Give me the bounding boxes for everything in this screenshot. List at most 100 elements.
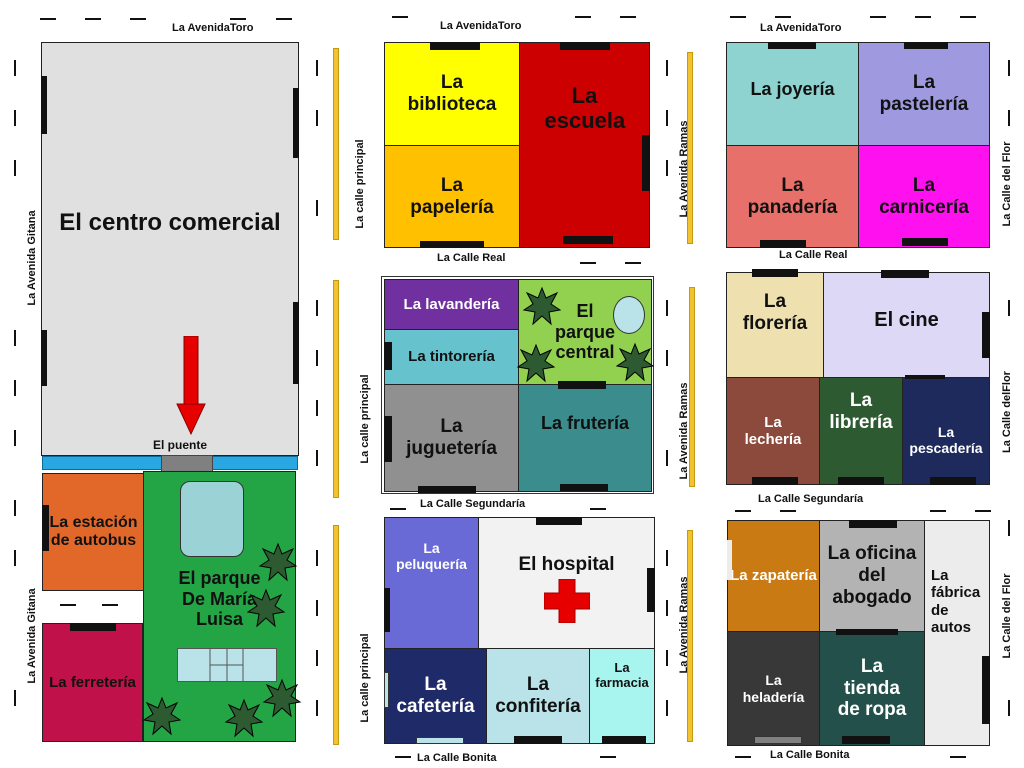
- farmacia[interactable]: La farmacia: [589, 648, 655, 744]
- street-calle-del-flor: La Calle del Flor: [1001, 573, 1013, 659]
- street-calle-bonita: La Calle Bonita: [417, 752, 497, 764]
- pasteleria[interactable]: La pastelería: [858, 42, 990, 146]
- street-calle-segundaria: La Calle Segundaría: [420, 498, 526, 510]
- jugueteria[interactable]: La juguetería: [384, 384, 519, 492]
- door: [563, 236, 613, 244]
- escuela-label: La escuela: [544, 83, 626, 134]
- biblioteca[interactable]: La biblioteca: [384, 42, 520, 146]
- carniceria-label: La carnicería: [879, 174, 969, 218]
- biblioteca-label: La biblioteca: [407, 72, 497, 115]
- street-avenida-ramas: La Avenida Ramas: [678, 120, 690, 218]
- cine[interactable]: El cine: [823, 272, 990, 378]
- panaderia-label: La panadería: [747, 174, 838, 218]
- tree-icon: [258, 542, 298, 582]
- hospital-label: El hospital: [518, 554, 615, 575]
- ferreteria[interactable]: La ferretería: [42, 623, 143, 742]
- door: [420, 241, 484, 248]
- street-calle-principal: La calle principal: [359, 374, 371, 464]
- middle-block-shadow: [381, 276, 654, 494]
- tintoreria-label: La tintorería: [408, 348, 495, 366]
- pond: [613, 296, 645, 334]
- red-cross-icon: [544, 579, 590, 623]
- ferreteria-label: La ferretería: [49, 673, 136, 691]
- door: [768, 42, 816, 49]
- estacion-de-autobus[interactable]: La estación de autobus: [42, 473, 145, 591]
- fruteria[interactable]: La frutería: [518, 384, 652, 492]
- zapateria-label: La zapatería: [730, 567, 817, 585]
- door: [982, 656, 990, 724]
- road-line: [333, 48, 339, 240]
- road-line: [689, 287, 695, 487]
- door: [514, 736, 562, 744]
- heladeria-label: La heladería: [742, 672, 805, 705]
- door: [836, 629, 898, 635]
- libreria[interactable]: La librería: [819, 377, 903, 485]
- road-line: [687, 52, 693, 244]
- fruteria-label: La frutería: [540, 413, 630, 433]
- door: [384, 416, 392, 462]
- puente-label: El puente: [153, 438, 208, 452]
- fabrica-label: La fábrica de autos: [931, 567, 981, 636]
- panaderia[interactable]: La panadería: [726, 145, 859, 248]
- door: [41, 76, 47, 134]
- oficina-del-abogado[interactable]: La oficina del abogado: [819, 520, 925, 632]
- parque-maria-label: El parque De María Luisa: [178, 568, 261, 630]
- lecheria[interactable]: La lechería: [726, 377, 820, 485]
- door: [41, 330, 47, 386]
- street-calle-principal: La calle principal: [359, 633, 371, 723]
- tienda-de-ropa[interactable]: La tienda de ropa: [819, 631, 925, 746]
- street-avenida-ramas: La Avenida Ramas: [678, 576, 690, 674]
- tintoreria[interactable]: La tintorería: [384, 329, 519, 385]
- street-calle-del-flor: La Calle delFlor: [1001, 371, 1013, 453]
- jugueteria-label: La juguetería: [406, 416, 497, 459]
- door: [384, 342, 392, 370]
- heladeria[interactable]: La heladería: [727, 631, 820, 746]
- tree-icon: [246, 588, 286, 628]
- door: [536, 517, 582, 525]
- farmacia-label: La farmacia: [595, 660, 649, 690]
- road-line: [333, 525, 339, 745]
- door: [760, 240, 806, 248]
- bench-icon: [177, 648, 277, 682]
- street-calle-real: La Calle Real: [779, 249, 848, 261]
- cafeteria[interactable]: La cafetería: [384, 648, 487, 744]
- tree-icon: [522, 286, 562, 326]
- door: [70, 623, 116, 631]
- lecheria-label: La lechería: [744, 413, 802, 448]
- door: [42, 505, 49, 551]
- door: [905, 375, 945, 379]
- escuela[interactable]: La escuela: [519, 42, 650, 248]
- door: [558, 381, 606, 389]
- peluqueria[interactable]: La peluquería: [384, 517, 479, 649]
- confiteria[interactable]: La confitería: [486, 648, 590, 744]
- street-avenida-gitana: La Avenida Gitana: [26, 588, 38, 684]
- red-arrow-icon: [176, 336, 206, 436]
- door: [849, 520, 897, 528]
- cine-label: El cine: [874, 309, 939, 331]
- lavanderia[interactable]: La lavandería: [384, 279, 519, 330]
- joyeria[interactable]: La joyería: [726, 42, 859, 146]
- street-avenida-ramas: La Avenida Ramas: [678, 382, 690, 480]
- fabrica-de-autos[interactable]: La fábrica de autos: [924, 520, 990, 746]
- floreria[interactable]: La florería: [726, 272, 824, 378]
- street-calle-bonita: La Calle Bonita: [770, 749, 850, 761]
- papeleria[interactable]: La papelería: [384, 145, 520, 248]
- tienda-ropa-label: La tienda de ropa: [837, 655, 907, 721]
- centro-comercial[interactable]: El centro comercial: [41, 42, 299, 456]
- abogado-label: La oficina del abogado: [827, 543, 917, 608]
- door: [727, 540, 732, 580]
- tree-icon: [615, 342, 655, 382]
- pescaderia-label: La pescadería: [909, 423, 983, 456]
- street-calle-segundaria: La Calle Segundaría: [758, 493, 864, 505]
- centro-comercial-label: El centro comercial: [59, 209, 281, 236]
- door: [430, 42, 480, 50]
- door: [982, 312, 990, 358]
- door: [384, 588, 390, 632]
- carniceria[interactable]: La carnicería: [858, 145, 990, 248]
- door: [642, 135, 650, 191]
- confiteria-label: La confitería: [495, 674, 581, 717]
- door: [842, 736, 890, 744]
- door: [752, 477, 798, 485]
- pescaderia[interactable]: La pescadería: [902, 377, 990, 485]
- zapateria[interactable]: La zapatería: [727, 520, 820, 632]
